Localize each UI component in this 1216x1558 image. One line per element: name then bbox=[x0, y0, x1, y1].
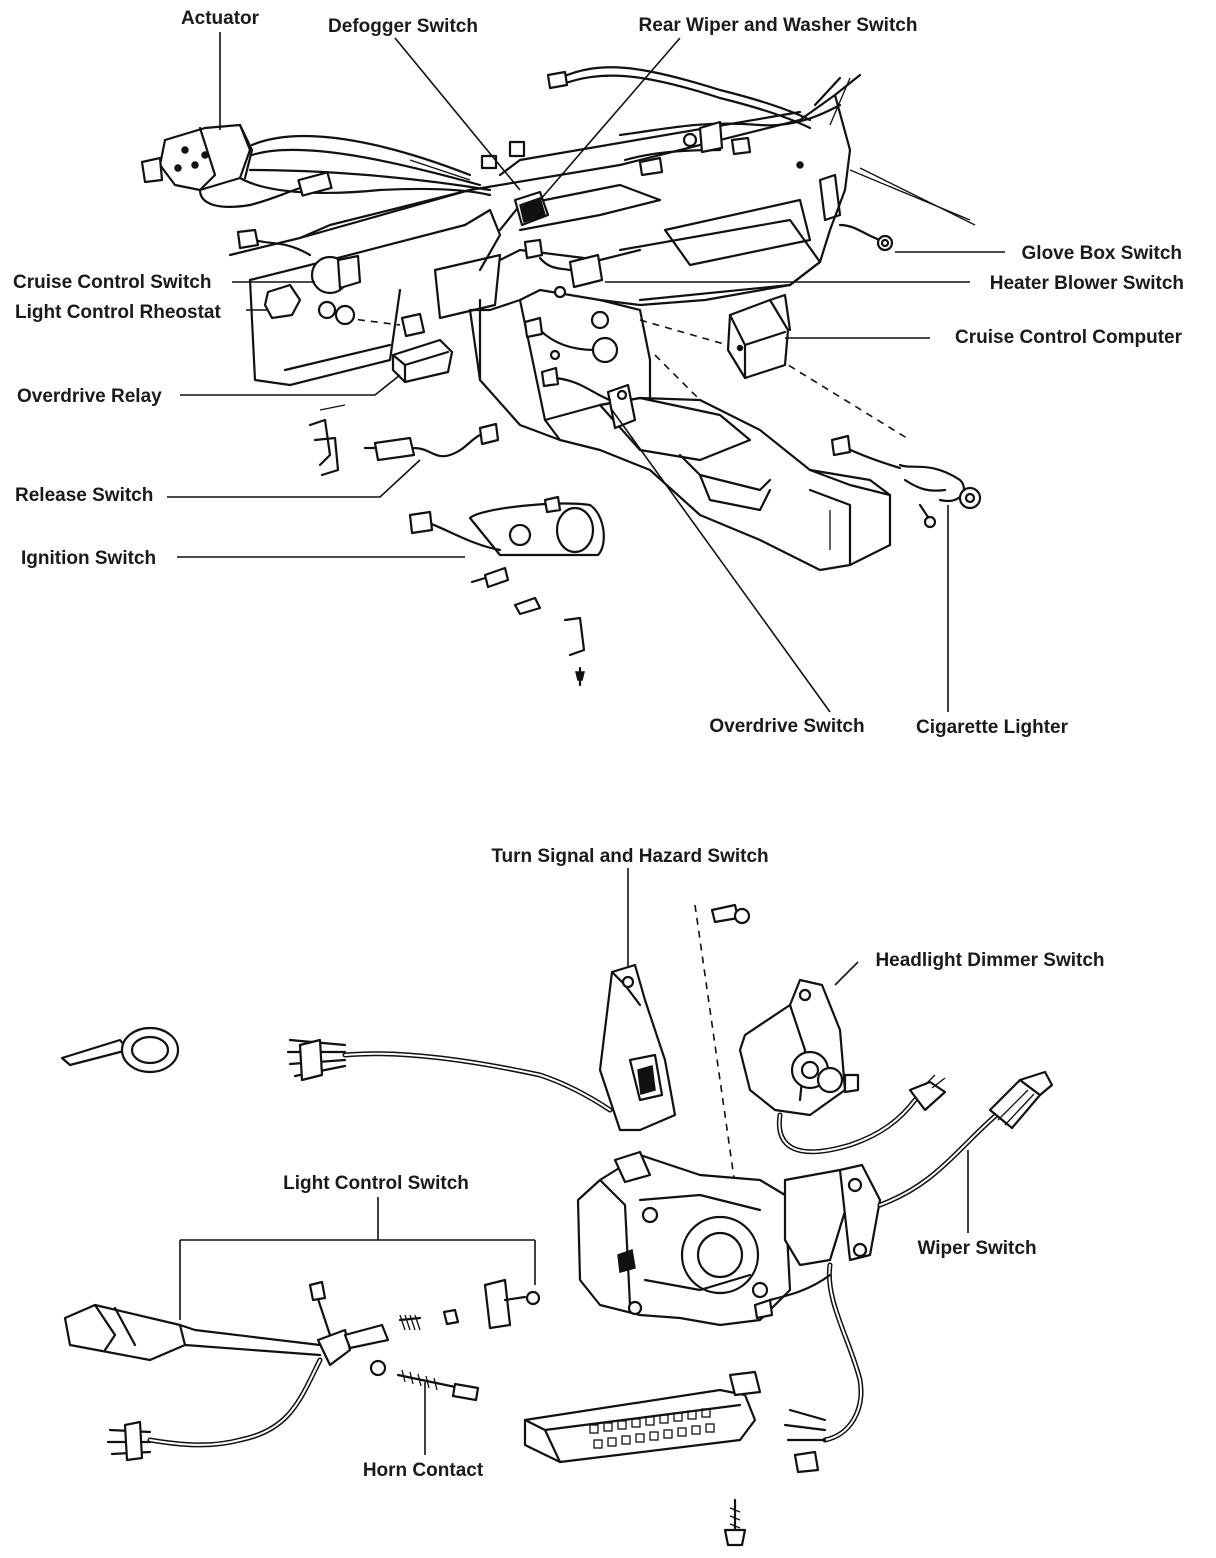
label-defogger-switch: Defogger Switch bbox=[328, 16, 478, 37]
headlight-dimmer-switch-part bbox=[738, 978, 947, 1155]
label-overdrive-switch: Overdrive Switch bbox=[709, 716, 864, 737]
leader-lines bbox=[167, 32, 1005, 1455]
wiper-switch-part bbox=[753, 1070, 1054, 1474]
screw-bottom-part bbox=[723, 1498, 747, 1547]
overdrive-switch-part bbox=[523, 316, 637, 430]
light-control-rheostat-part bbox=[263, 283, 426, 338]
dashboard-illustration bbox=[140, 66, 982, 687]
label-horn-contact: Horn Contact bbox=[363, 1460, 484, 1481]
callout-labels: Actuator Defogger Switch Rear Wiper and … bbox=[13, 8, 1184, 1481]
heater-blower-switch-part bbox=[523, 238, 604, 299]
horn-contact-part bbox=[369, 1359, 480, 1402]
glove-box-switch-part bbox=[818, 173, 894, 252]
label-turn-signal-hazard-switch: Turn Signal and Hazard Switch bbox=[491, 846, 768, 867]
label-light-control-switch: Light Control Switch bbox=[283, 1173, 469, 1194]
connector-block-part bbox=[523, 1370, 762, 1464]
label-cruise-control-computer: Cruise Control Computer bbox=[955, 327, 1183, 348]
cigarette-lighter-part bbox=[830, 434, 982, 529]
cruise-control-switch-part bbox=[236, 228, 362, 295]
turn-signal-hazard-switch-part bbox=[598, 963, 677, 1132]
screw-top-part bbox=[710, 903, 751, 925]
release-switch-part bbox=[363, 422, 500, 462]
label-overdrive-relay: Overdrive Relay bbox=[17, 386, 162, 407]
combination-switch-illustration bbox=[60, 903, 1054, 1547]
label-release-switch: Release Switch bbox=[15, 485, 153, 506]
overdrive-relay-part bbox=[391, 338, 454, 384]
label-light-control-rheostat: Light Control Rheostat bbox=[15, 302, 221, 323]
label-cigarette-lighter: Cigarette Lighter bbox=[916, 717, 1069, 738]
label-cruise-control-switch: Cruise Control Switch bbox=[13, 272, 211, 293]
cable-tie-part bbox=[60, 1026, 180, 1074]
label-actuator: Actuator bbox=[181, 8, 260, 29]
label-glove-box-switch: Glove Box Switch bbox=[1022, 243, 1182, 264]
cruise-control-computer-part bbox=[726, 293, 792, 380]
label-heater-blower-switch: Heater Blower Switch bbox=[990, 273, 1184, 294]
label-rear-wiper-washer-switch: Rear Wiper and Washer Switch bbox=[639, 15, 918, 36]
actuator-part bbox=[140, 123, 492, 208]
light-control-switch-part bbox=[63, 1278, 541, 1462]
combination-switch-body bbox=[576, 1150, 792, 1327]
label-ignition-switch: Ignition Switch bbox=[21, 548, 156, 569]
ignition-switch-part bbox=[408, 495, 605, 687]
label-wiper-switch: Wiper Switch bbox=[917, 1238, 1036, 1259]
label-headlight-dimmer-switch: Headlight Dimmer Switch bbox=[875, 950, 1104, 971]
